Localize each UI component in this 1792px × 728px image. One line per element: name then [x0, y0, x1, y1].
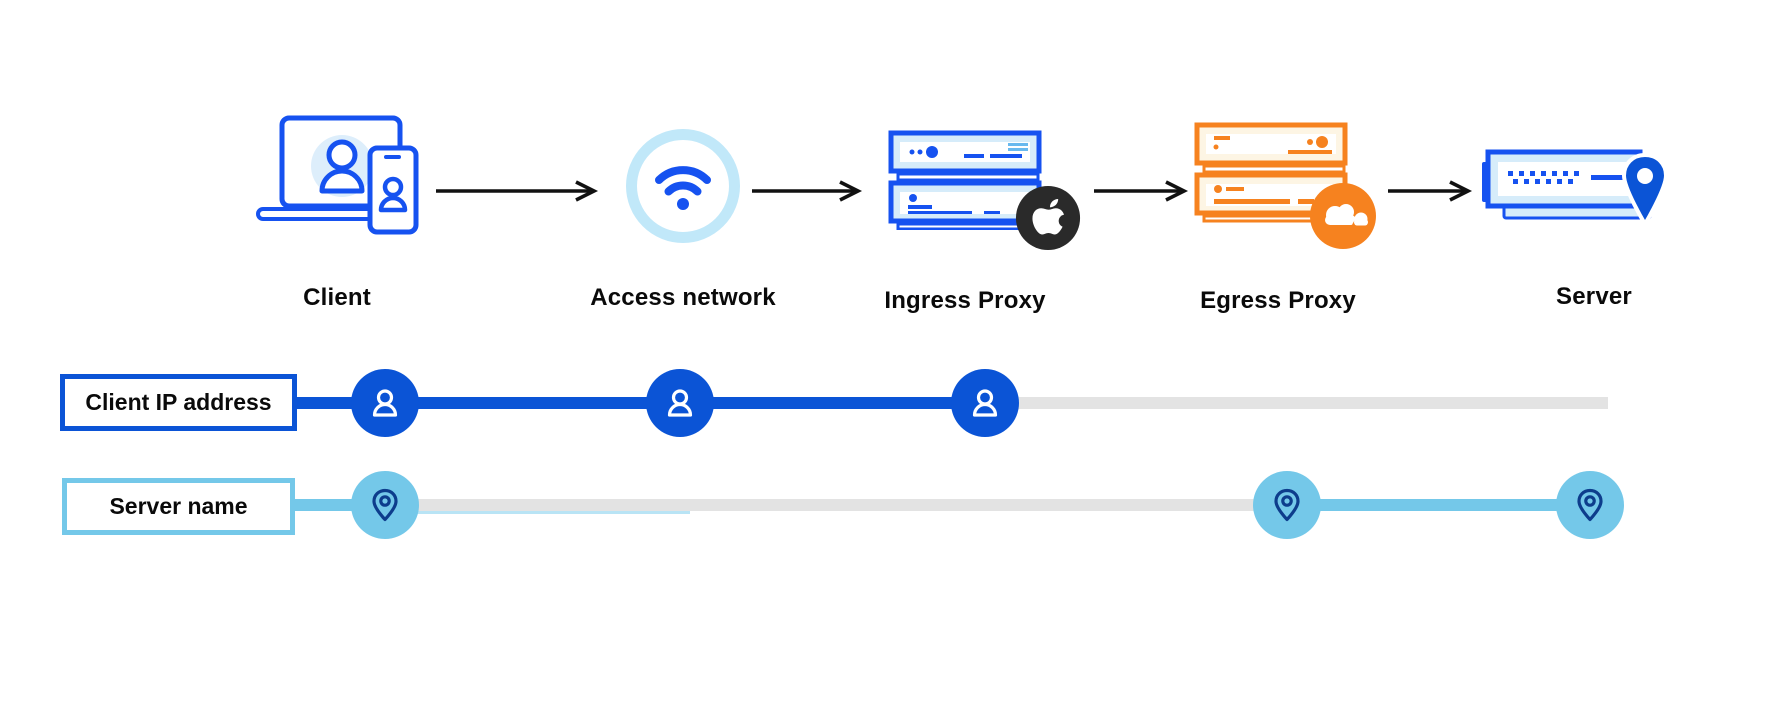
flow-label-ingress-proxy: Ingress Proxy	[884, 287, 1046, 314]
track1-line-inactive	[988, 397, 1608, 409]
server-location-icon	[1482, 149, 1668, 228]
user-icon	[951, 369, 1019, 437]
track2-line-accent	[400, 511, 690, 514]
flow-arrow-icon	[436, 180, 599, 202]
flow-label-client: Client	[303, 284, 371, 311]
flow-label-server: Server	[1556, 283, 1632, 310]
track2-line-active	[1287, 499, 1590, 511]
laptop-phone-user-icon	[256, 115, 419, 235]
track2-line-inactive	[385, 499, 1287, 511]
track-label-server-name-text: Server name	[109, 493, 248, 519]
flow-arrow-icon	[1388, 180, 1473, 202]
location-pin-icon	[351, 471, 419, 539]
flow-arrow-icon	[1094, 180, 1189, 202]
apple-logo-icon	[1015, 185, 1081, 251]
user-icon	[646, 369, 714, 437]
location-pin-icon	[1253, 471, 1321, 539]
cloudflare-logo-icon	[1310, 183, 1376, 249]
track-label-client-ip-text: Client IP address	[85, 389, 272, 415]
track1-line-active	[296, 397, 988, 409]
flow-arrow-icon	[752, 180, 863, 202]
track-label-server-name: Server name	[62, 478, 295, 535]
track-label-client-ip: Client IP address	[60, 374, 297, 431]
location-pin-icon	[1556, 471, 1624, 539]
wifi-icon	[626, 129, 740, 243]
user-icon	[351, 369, 419, 437]
flow-label-egress-proxy: Egress Proxy	[1200, 287, 1356, 314]
flow-label-access-network: Access network	[590, 284, 776, 311]
